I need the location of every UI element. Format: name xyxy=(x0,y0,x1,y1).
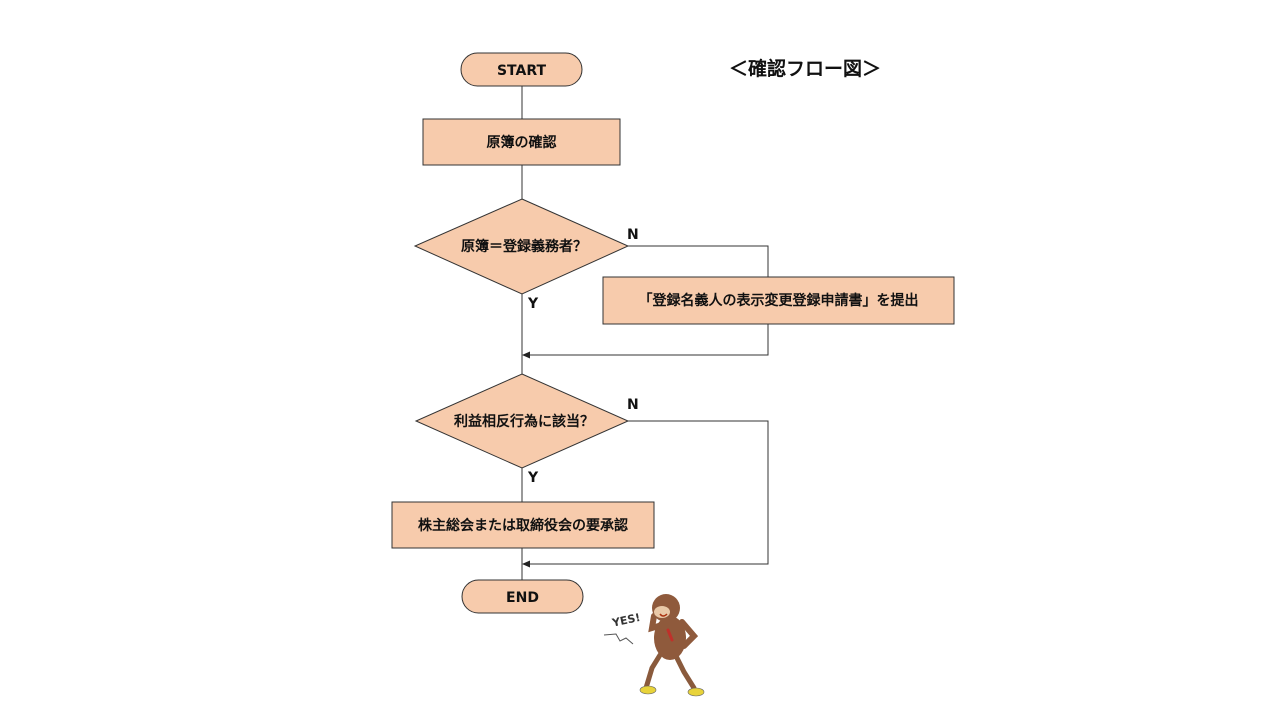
start-label: START xyxy=(497,63,547,79)
submit-form-label: 「登録名義人の表示変更登録申請書」を提出 xyxy=(639,292,919,309)
approval-process: 株主総会または取締役会の要承認 xyxy=(391,501,655,549)
conflict-decision-yes-label: Y xyxy=(527,470,539,486)
end-label: END xyxy=(506,590,539,606)
approval-label: 株主総会または取締役会の要承認 xyxy=(418,517,628,534)
check-register-process: 原簿の確認 xyxy=(422,118,621,166)
submit-form-process: 「登録名義人の表示変更登録申請書」を提出 xyxy=(602,276,955,325)
end-terminal: END xyxy=(461,579,584,614)
start-terminal: START xyxy=(460,52,583,87)
arrowhead-icon xyxy=(522,351,530,359)
conflict-decision-label: 利益相反行為に該当？ xyxy=(454,413,594,430)
connector-decision1-no xyxy=(628,245,769,277)
conflict-decision: 利益相反行為に該当？ xyxy=(414,373,630,469)
check-register-label: 原簿の確認 xyxy=(487,134,557,151)
connector-submit-return xyxy=(528,324,769,356)
diagram-title: ＜確認フロー図＞ xyxy=(729,57,881,80)
owner-decision-yes-label: Y xyxy=(527,296,539,312)
shoe-icon xyxy=(639,685,657,695)
owner-decision: 原簿＝登録義務者？ xyxy=(413,198,630,295)
owner-decision-no-label: N xyxy=(627,227,639,243)
arrowhead-icon xyxy=(522,560,530,568)
connectors xyxy=(521,86,769,580)
connector-decision2-no xyxy=(528,420,769,565)
conflict-decision-no-label: N xyxy=(627,397,639,413)
speech-text: YES! xyxy=(610,611,641,630)
monkey-illustration: YES! xyxy=(603,594,705,697)
speech-mark-icon xyxy=(603,633,634,645)
owner-decision-label: 原簿＝登録義務者？ xyxy=(461,238,587,255)
shoe-icon xyxy=(687,687,705,697)
